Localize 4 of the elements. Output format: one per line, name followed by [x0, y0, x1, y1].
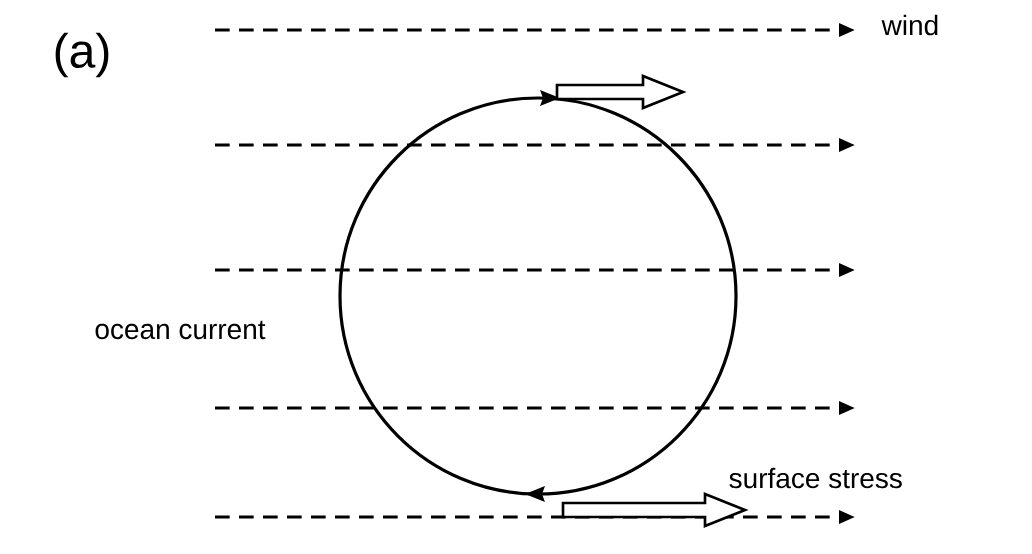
current-label: ocean current	[95, 320, 266, 340]
panel-label: (a)	[55, 32, 109, 78]
wind-label: wind	[881, 14, 938, 36]
stress-label: surface stress	[729, 467, 902, 489]
